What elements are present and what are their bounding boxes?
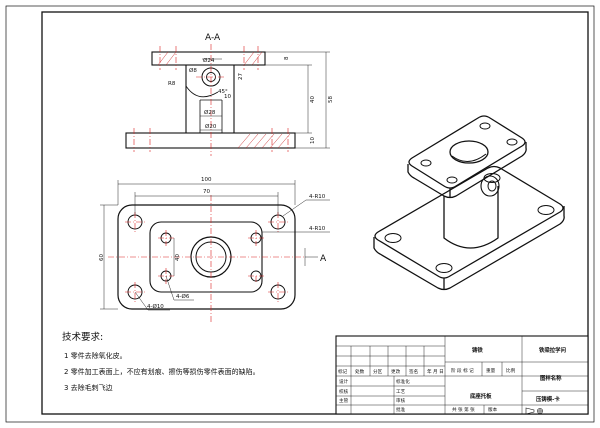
- tech-item-1: 1 零件去除氧化皮。: [64, 351, 127, 360]
- section-title: A-A: [205, 33, 221, 43]
- dim-45deg: 45°: [218, 89, 228, 95]
- tech-title: 技术要求:: [62, 331, 103, 343]
- base-plate: [125, 132, 296, 149]
- iso-top-hole-4: [446, 176, 458, 184]
- tb-role-check: 校核: [339, 388, 349, 395]
- iso-top-plate-top: [408, 115, 526, 189]
- tb-name-label: 图样名称: [540, 374, 562, 382]
- dim-r8: R8: [168, 81, 176, 87]
- dim-4-r10-mid: 4-R10: [309, 226, 326, 232]
- outer-border: [5, 5, 595, 423]
- tb-role-craft: 工艺: [396, 389, 406, 395]
- projection-symbol-icon: [525, 407, 543, 415]
- iso-base-top: [374, 165, 564, 279]
- boss-arc: [185, 85, 219, 98]
- iso-base-hole-1: [384, 233, 402, 243]
- iso-column: [443, 186, 499, 249]
- tb-h-sign: 签名: [409, 368, 418, 375]
- section-view: A-A: [125, 33, 334, 156]
- tb-h-mark: 标记: [338, 368, 348, 375]
- top-flange-hatch: [157, 51, 263, 66]
- tech-requirements: 技术要求: 1 零件去除氧化皮。 2 零件加工表面上，不应有划痕、擦伤等损伤零件…: [62, 331, 260, 392]
- top-flange: [151, 51, 266, 66]
- tech-item-3: 3 去除毛刺飞边: [64, 383, 113, 392]
- tb-role-std: 标准化: [396, 378, 410, 385]
- tb-h-change: 更改: [391, 368, 401, 375]
- title-block: 铸铁 铁梁拉学问 标记 处数 分区 更改 签名 年 月 日 阶 段 标 记 重量…: [335, 335, 589, 415]
- dim-4-r10-top: 4-R10: [309, 194, 326, 200]
- tb-h-zone: 分区: [373, 368, 383, 375]
- tb-drawing-code: 压铸模-卡: [536, 395, 560, 403]
- iso-base-hole-4: [435, 263, 453, 273]
- section-dim-lines: [200, 51, 330, 149]
- iso-side-boss-hole: [487, 180, 497, 192]
- base-plate-hatch: [237, 133, 291, 149]
- tb-sheet-count: 共 张 第 张: [452, 406, 475, 413]
- tb-scale: 比例: [506, 367, 516, 374]
- tb-weight: 重量: [486, 367, 496, 374]
- tb-h-date: 年 月 日: [427, 368, 444, 375]
- dim-60: 60: [99, 254, 105, 261]
- dim-4-d10: 4-Ø10: [147, 303, 164, 310]
- iso-top-bore: [449, 140, 489, 164]
- plan-center-lines: [108, 195, 306, 322]
- dim-10b: 10: [310, 137, 316, 144]
- iso-top-hole-1: [420, 159, 432, 167]
- tb-material: 铸铁: [472, 346, 483, 354]
- inner-border: [41, 11, 589, 415]
- tb-version: 版本: [488, 406, 498, 413]
- plan-dim-lines: [100, 180, 330, 311]
- dim-d8: Ø8: [189, 67, 197, 74]
- tb-drawing-name: 底座托板: [470, 392, 492, 400]
- dim-8: 8: [284, 56, 290, 60]
- tb-role-manage: 主管: [339, 397, 349, 404]
- dim-100: 100: [201, 177, 212, 183]
- dim-27: 27: [238, 73, 244, 80]
- iso-top-hole-2: [479, 122, 491, 130]
- tb-stage: 阶 段 标 记: [451, 367, 474, 374]
- tb-h-count: 处数: [355, 368, 365, 375]
- tech-item-2: 2 零件加工表面上，不应有划痕、擦伤等损伤零件表面的缺陷。: [64, 367, 260, 376]
- iso-top-bore-inner: [451, 153, 487, 162]
- section-mark-a: A: [320, 254, 327, 264]
- dim-40-plan: 40: [175, 254, 181, 261]
- dim-d20: Ø20: [205, 123, 217, 130]
- dim-10: 10: [224, 94, 231, 100]
- dim-40: 40: [310, 96, 316, 103]
- tb-school: 铁梁拉学问: [539, 346, 566, 354]
- isometric-view: [373, 115, 565, 291]
- section-center-lines: [133, 44, 289, 156]
- dim-d24: Ø24: [203, 57, 215, 64]
- tb-role-review: 审核: [396, 397, 406, 404]
- dim-d28: Ø28: [204, 109, 216, 116]
- dim-4-d6: 4-Ø6: [176, 293, 190, 300]
- dim-70: 70: [203, 189, 210, 195]
- plan-view: 100 70 60 40 4-R10 4-R10 4-Ø6 4-Ø10 A: [99, 177, 330, 322]
- tb-role-approve: 批准: [396, 406, 406, 413]
- iso-base-hole-3: [537, 205, 555, 215]
- tb-role-design: 设计: [339, 378, 349, 385]
- iso-top-hole-3: [506, 138, 518, 146]
- dim-58: 58: [328, 96, 334, 103]
